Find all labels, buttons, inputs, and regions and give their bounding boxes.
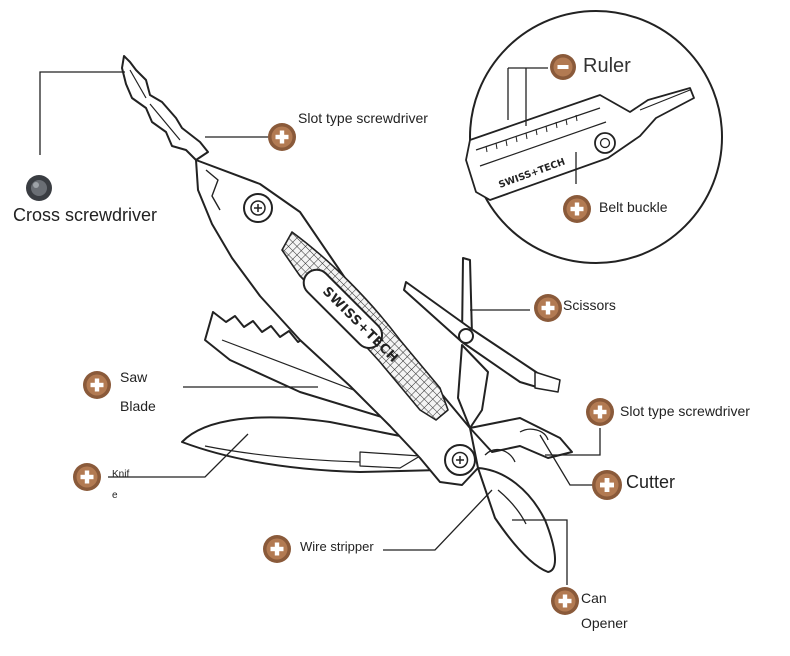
multitool-body: SWISS+TECH (121, 55, 573, 573)
label-slot-screwdriver-top: Slot type screwdriver (298, 110, 428, 126)
label-can-opener-line1: Can (581, 590, 607, 606)
cross-screwdriver-badge-icon (26, 175, 52, 201)
label-cross-screwdriver: Cross screwdriver (13, 205, 158, 225)
cutter-badge-icon (592, 470, 622, 500)
leader-wire-stripper (383, 489, 493, 551)
label-ruler: Ruler (583, 55, 631, 77)
slot-screwdriver-top-badge-icon (268, 123, 296, 151)
inset-detail: SWISS+TECH (465, 10, 723, 264)
belt-buckle-badge-icon (563, 195, 591, 223)
leader-slot-screwdriver-right (545, 428, 601, 456)
saw-blade-badge-icon (83, 371, 111, 399)
label-knife-line2: e (112, 490, 118, 501)
knife-blade (181, 416, 441, 473)
can-opener-badge-icon (551, 587, 579, 615)
label-knife-line1: Knif (112, 469, 130, 480)
handle: SWISS+TECH (195, 159, 479, 486)
leader-can-opener (512, 519, 568, 585)
ruler-badge-icon (550, 54, 576, 80)
label-wire-stripper: Wire stripper (300, 539, 374, 554)
scissors (403, 257, 561, 429)
cross-screwdriver-bit (121, 55, 209, 161)
label-cutter: Cutter (626, 472, 676, 492)
callout-lines (39, 71, 601, 585)
slot-screwdriver-right-badge-icon (586, 398, 614, 426)
leader-cutter (539, 434, 595, 486)
label-blade: Blade (120, 398, 156, 414)
leader-knife (108, 433, 249, 478)
cutter-jaws (469, 417, 573, 573)
knife-badge-icon (73, 463, 101, 491)
wire-stripper-badge-icon (263, 535, 291, 563)
leader-cross-screwdriver (39, 71, 125, 155)
scissors-badge-icon (534, 294, 562, 322)
label-saw: Saw (120, 369, 148, 385)
label-belt-buckle: Belt buckle (599, 199, 668, 215)
badges (26, 54, 622, 615)
label-can-opener-line2: Opener (581, 615, 628, 631)
label-slot-screwdriver-right: Slot type screwdriver (620, 403, 750, 419)
label-scissors: Scissors (563, 297, 616, 313)
